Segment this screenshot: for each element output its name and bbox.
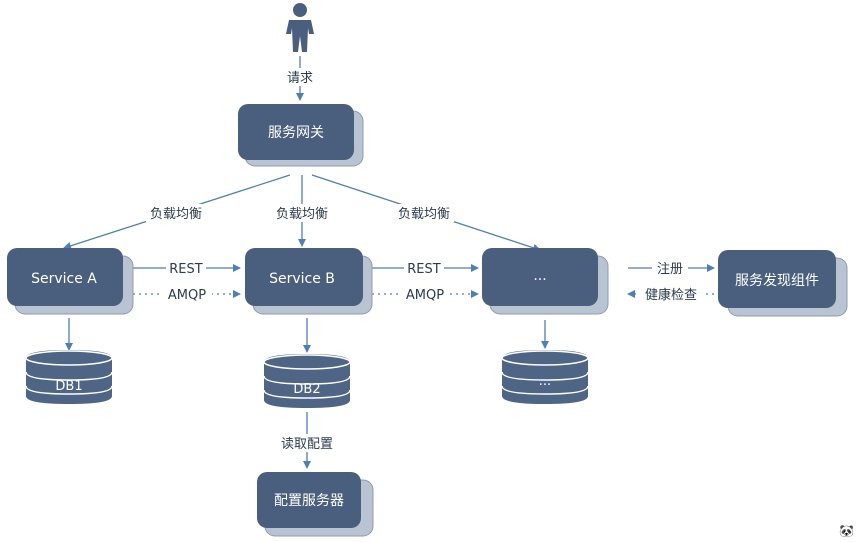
node-service-b-label: Service B — [269, 271, 335, 287]
node-gateway-label: 服务网关 — [268, 125, 324, 141]
database-db2: DB2 — [263, 354, 351, 408]
edge-labels: 请求 负载均衡 负载均衡 负载均衡 REST AMQP REST AMQP 注册… — [146, 68, 702, 452]
database-db2-label: DB2 — [293, 382, 320, 397]
node-discovery: 服务发现组件 — [718, 250, 848, 317]
node-service-a: Service A — [7, 248, 134, 315]
corner-watermark-icon: 🐼 — [839, 524, 854, 538]
label-lb-more: 负载均衡 — [398, 207, 450, 222]
edges — [63, 56, 715, 469]
label-amqp-b-more: AMQP — [406, 288, 444, 303]
label-request: 请求 — [287, 71, 313, 86]
node-config-server: 配置服务器 — [257, 472, 374, 537]
label-health-check: 健康检查 — [645, 287, 697, 303]
label-read-config: 读取配置 — [281, 437, 333, 452]
person-icon — [286, 3, 314, 52]
database-more: ... — [501, 350, 589, 404]
node-gateway: 服务网关 — [238, 104, 364, 167]
node-service-more: ... — [482, 248, 609, 315]
label-rest-ab: REST — [169, 262, 202, 277]
node-service-more-label: ... — [533, 268, 546, 284]
database-db1: DB1 — [25, 350, 113, 404]
node-discovery-label: 服务发现组件 — [735, 273, 819, 289]
label-register: 注册 — [657, 262, 683, 277]
label-lb-b: 负载均衡 — [276, 207, 328, 222]
label-amqp-ab: AMQP — [168, 288, 206, 303]
label-lb-a: 负载均衡 — [150, 207, 202, 222]
node-config-server-label: 配置服务器 — [274, 493, 344, 509]
label-rest-b-more: REST — [407, 262, 440, 277]
database-more-label: ... — [539, 374, 551, 389]
database-db1-label: DB1 — [55, 379, 82, 394]
node-service-b: Service B — [245, 248, 373, 315]
node-service-a-label: Service A — [31, 271, 97, 287]
